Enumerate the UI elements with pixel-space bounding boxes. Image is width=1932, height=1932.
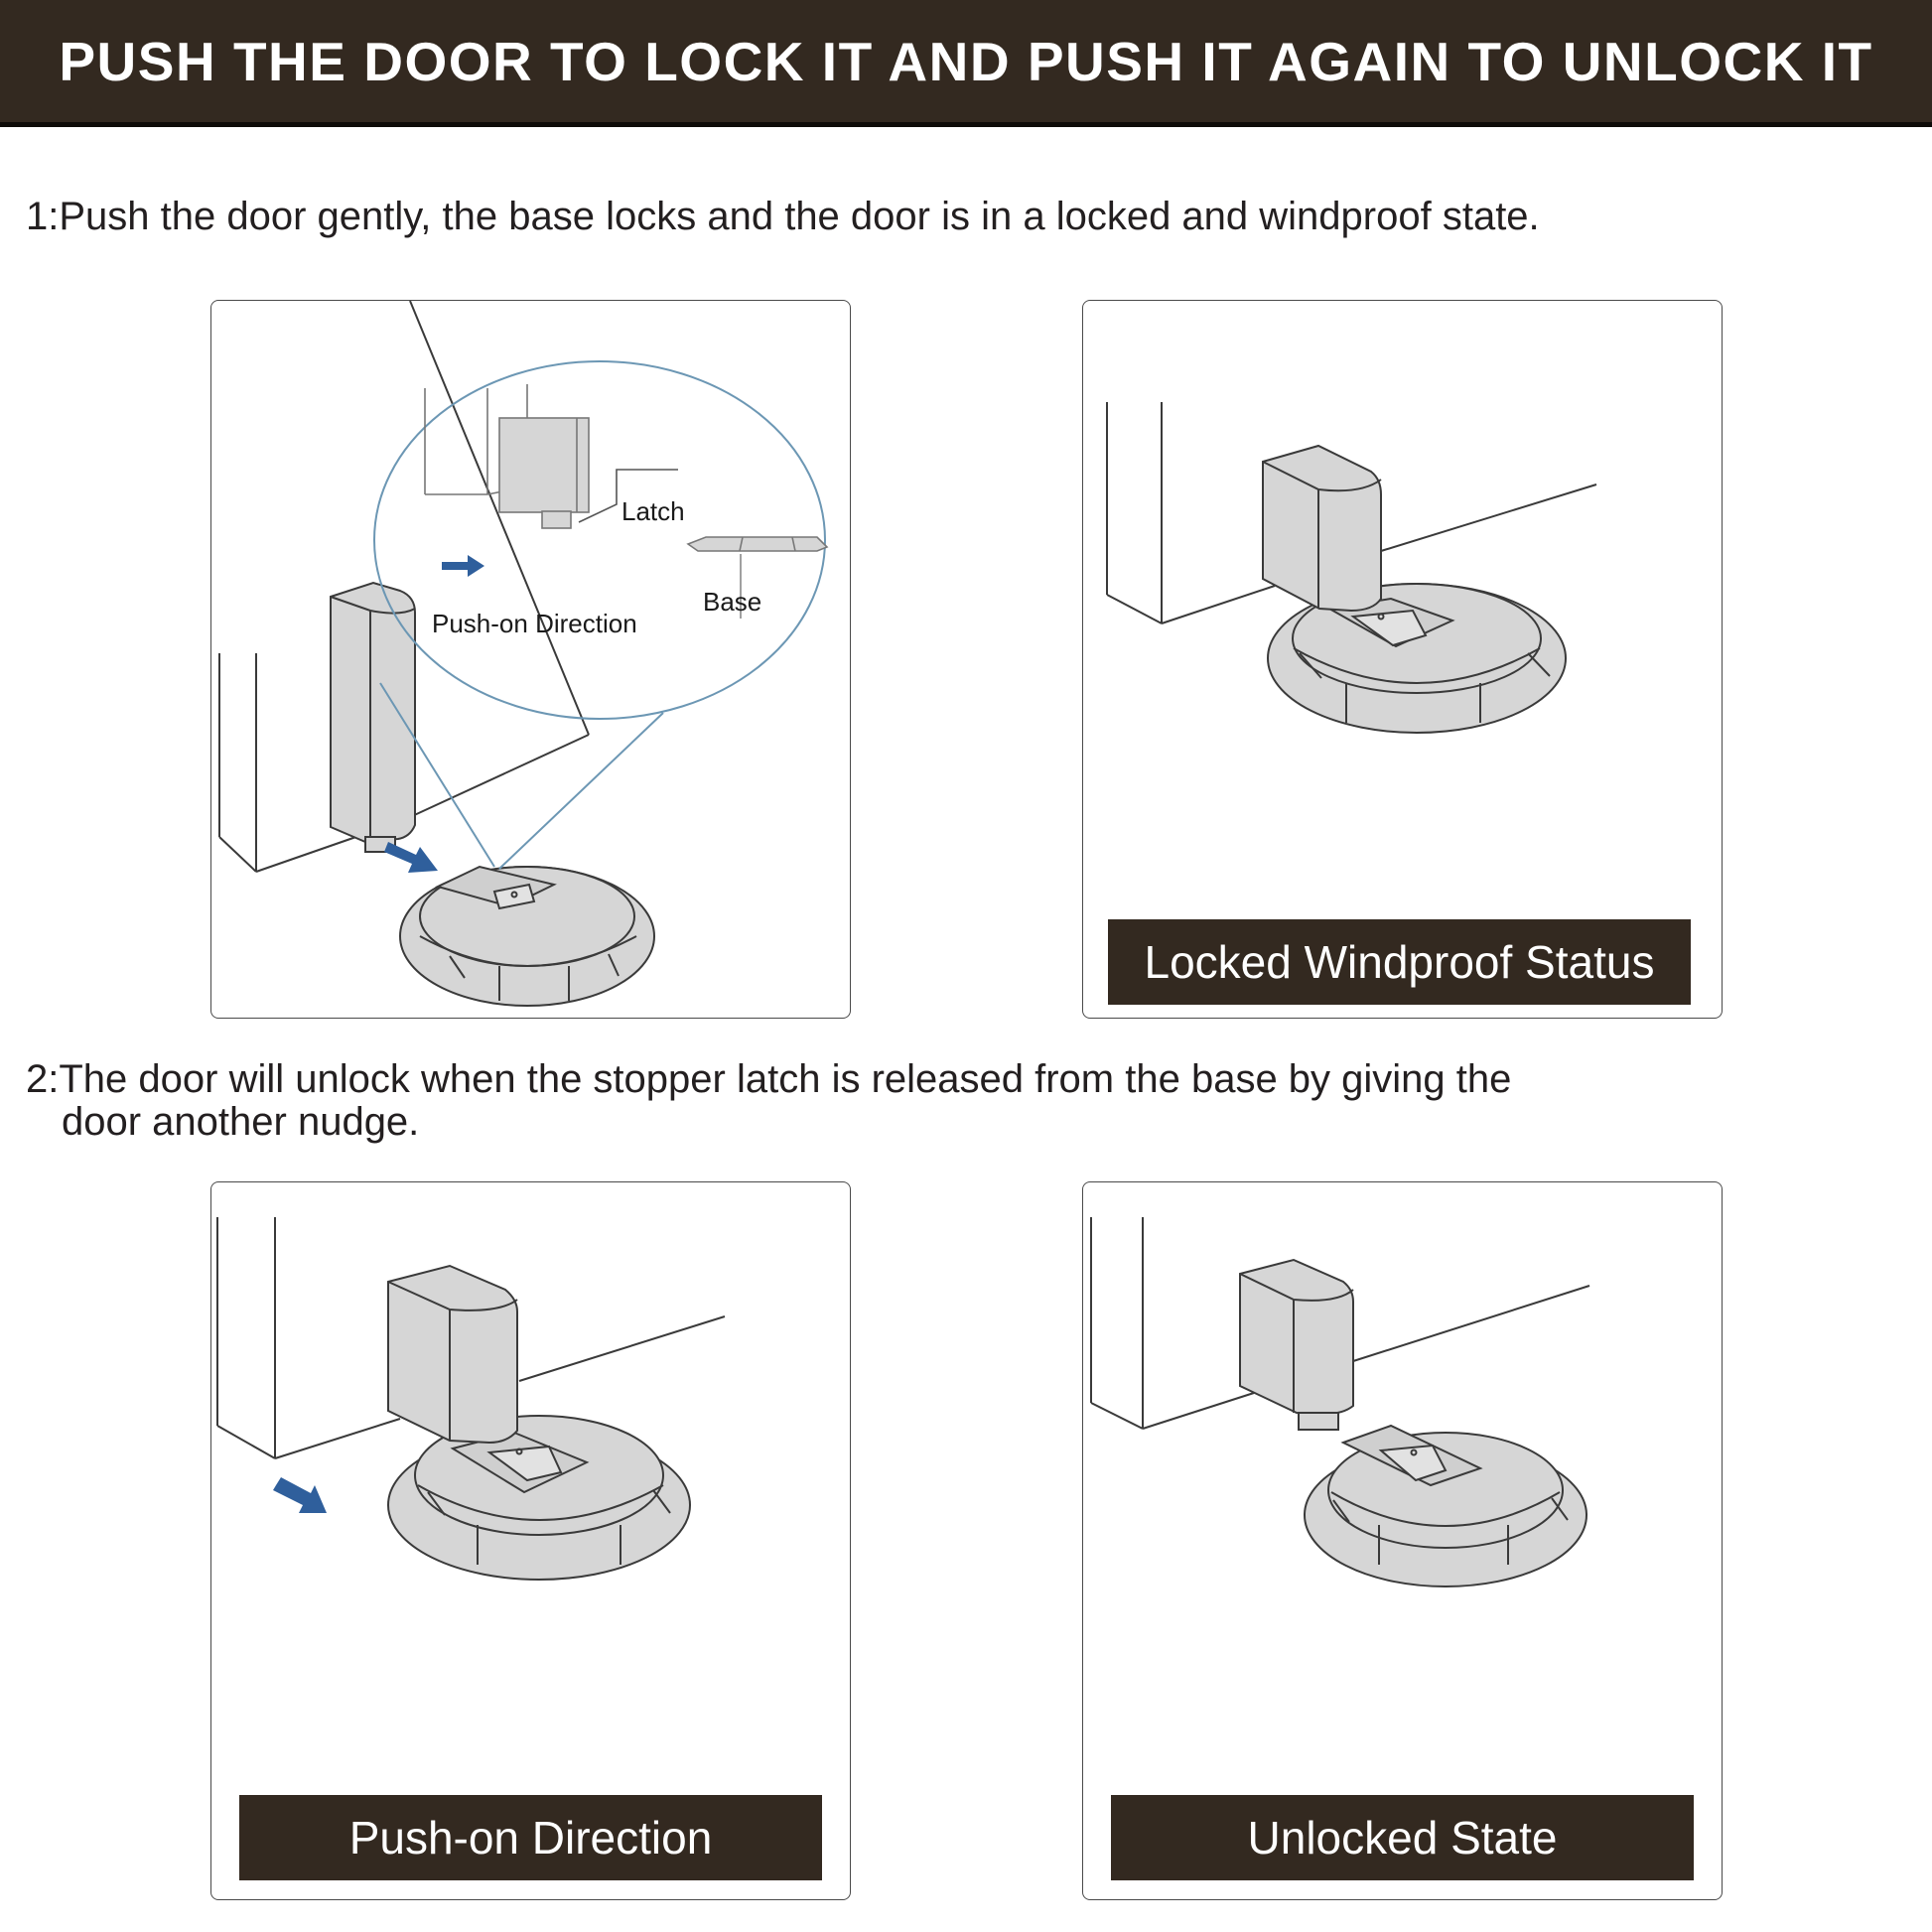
door-stopper-latch-icon [1262,444,1382,613]
push-arrow-icon [384,842,438,873]
callout-label-push-direction: Push-on Direction [432,609,637,638]
caption-push-on-direction-text: Push-on Direction [348,1812,713,1863]
locked-illustration [1106,402,1597,734]
panel-push-detail: Latch Base Push-on Direction [210,300,851,1019]
base-plate-icon [399,865,655,1007]
door-icon [218,301,590,873]
door-icon [1106,402,1597,624]
caption-unlocked-text: Unlocked State [1247,1812,1558,1863]
push-again-illustration [216,1217,726,1581]
step-2-text-line2: door another nudge. [62,1100,420,1144]
panel-locked: Locked Windproof Status [1082,300,1723,1019]
unlocked-illustration [1090,1217,1590,1587]
door-stopper-latch-icon [1239,1258,1354,1431]
step-2-text-line1: 2:The door will unlock when the stopper … [26,1057,1512,1101]
panel-push-again: Push-on Direction [210,1181,851,1900]
panel-unlocked: Unlocked State [1082,1181,1723,1900]
step-2-instruction: 2:The door will unlock when the stopper … [26,1058,1511,1144]
step-1-text: 1:Push the door gently, the base locks a… [26,195,1540,238]
base-plate-icon [1304,1424,1587,1587]
caption-locked: Locked Windproof Status [1108,919,1691,1005]
base-plate-icon [387,1415,691,1581]
door-icon [216,1217,726,1459]
magnifier-callout-icon [373,360,826,870]
push-arrow-icon [273,1477,327,1513]
caption-unlocked: Unlocked State [1111,1795,1694,1880]
base-plate-icon [1267,583,1567,734]
door-icon [1090,1217,1590,1430]
callout-label-base: Base [703,587,761,617]
caption-locked-text: Locked Windproof Status [1144,936,1655,988]
title-banner: PUSH THE DOOR TO LOCK IT AND PUSH IT AGA… [0,0,1932,127]
page-title: PUSH THE DOOR TO LOCK IT AND PUSH IT AGA… [59,30,1873,92]
caption-push-on-direction: Push-on Direction [239,1795,822,1880]
push-detail-illustration: Latch Base Push-on Direction [218,301,829,1007]
zoom-detail [424,384,829,619]
door-stopper-latch-icon [330,581,416,853]
door-stopper-latch-icon [387,1264,518,1445]
step-1-instruction: 1:Push the door gently, the base locks a… [26,196,1540,238]
callout-label-latch: Latch [621,496,685,526]
